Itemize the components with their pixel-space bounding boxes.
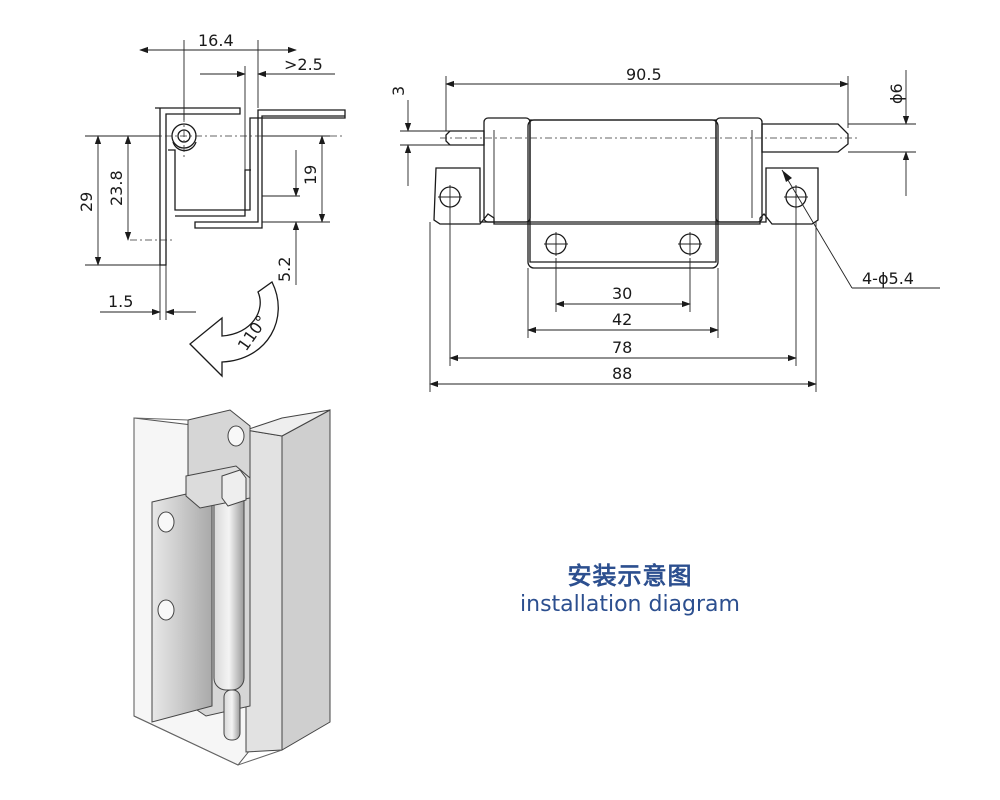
front-base-plate	[433, 167, 819, 225]
side-view: 16.4 >2.5 29 23.8 19 5.2 1.5 11	[77, 31, 346, 378]
installation-render	[133, 409, 331, 766]
dim-1-5: 1.5	[108, 292, 133, 311]
dim-16-4: 16.4	[198, 31, 234, 50]
angle-110: 110°	[234, 312, 272, 354]
caption-english: installation diagram	[520, 592, 740, 617]
dim-holes: 4-ϕ5.4	[862, 269, 914, 288]
dim-78: 78	[612, 338, 632, 357]
dim-30: 30	[612, 284, 632, 303]
dim-gt-2-5: >2.5	[284, 55, 323, 74]
front-leaf	[527, 119, 719, 269]
dim-19: 19	[301, 165, 320, 185]
caption-chinese: 安装示意图	[567, 562, 693, 590]
dim-23-8: 23.8	[107, 170, 126, 206]
dim-90-5: 90.5	[626, 65, 662, 84]
dim-phi-6: ϕ6	[887, 83, 906, 104]
front-view: 90.5 3 ϕ6 4-ϕ5.4 30 42 78 88	[389, 65, 940, 392]
dim-42: 42	[612, 310, 632, 329]
dim-3: 3	[389, 86, 408, 96]
dim-29: 29	[77, 192, 96, 212]
dim-5-2: 5.2	[275, 257, 294, 282]
side-leaf	[168, 109, 346, 229]
rotation-arrow-icon: 110°	[189, 281, 279, 378]
dim-88: 88	[612, 364, 632, 383]
side-profile	[155, 107, 241, 266]
